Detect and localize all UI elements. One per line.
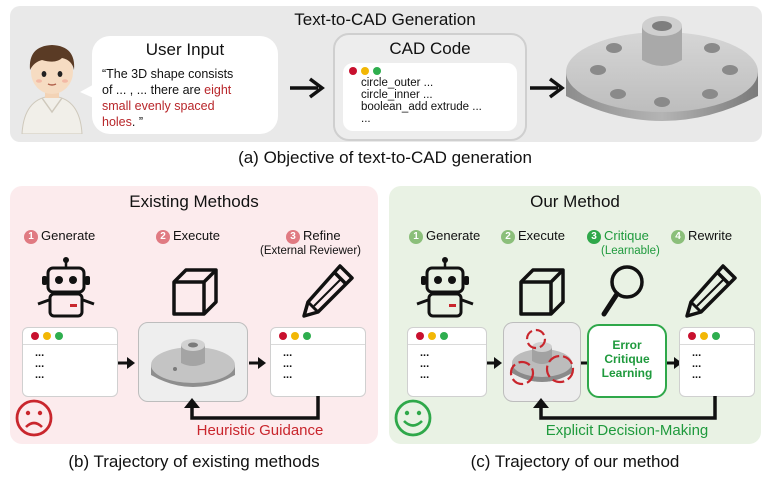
error-critique-learning-box: Error Critique Learning xyxy=(587,324,667,398)
cad-code-panel: CAD Code circle_outer ... circle_inner .… xyxy=(333,33,527,141)
arrow-right-icon xyxy=(487,357,502,369)
arrow-right-icon xyxy=(118,357,135,369)
cad-model-icon xyxy=(509,328,575,386)
window-dot-red xyxy=(279,332,287,340)
explicit-decision-label: Explicit Decision-Making xyxy=(545,422,709,439)
code-ellipsis: ... ... ... xyxy=(283,347,293,381)
existing-generate-window: ... ... ... xyxy=(22,327,118,397)
window-dot-red xyxy=(416,332,424,340)
ours-execute-result xyxy=(503,322,581,402)
window-dot-yellow xyxy=(43,332,51,340)
caption-a: (a) Objective of text-to-CAD generation xyxy=(238,148,532,167)
cad-code-window: circle_outer ... circle_inner ... boolea… xyxy=(343,63,517,131)
window-dot-green xyxy=(440,332,448,340)
ours-generate-window: ... ... ... xyxy=(407,327,487,397)
arrow-right-icon xyxy=(530,77,565,99)
window-dot-green xyxy=(373,67,381,75)
ours-critique-sub: (Learnable) xyxy=(601,245,660,257)
cad-model-icon xyxy=(151,339,235,387)
heuristic-guidance-label: Heuristic Guidance xyxy=(196,422,324,439)
cad-model-icon xyxy=(566,16,758,121)
window-dot-red xyxy=(349,67,357,75)
cad-code-heading: CAD Code xyxy=(389,39,471,58)
window-dot-green xyxy=(55,332,63,340)
code-ellipsis: ... ... ... xyxy=(692,347,702,381)
user-input-heading: User Input xyxy=(145,40,225,59)
cad-code-lines: circle_outer ... circle_inner ... boolea… xyxy=(361,77,482,125)
existing-refine-window: ... ... ... xyxy=(270,327,366,397)
objective-title: Text-to-CAD Generation xyxy=(294,10,476,29)
existing-execute-result xyxy=(138,322,248,402)
caption-c: (c) Trajectory of our method xyxy=(470,452,680,471)
feedback-arrow xyxy=(533,396,717,420)
pencil-icon xyxy=(685,264,737,318)
window-dot-red xyxy=(688,332,696,340)
cube-icon xyxy=(172,268,218,316)
our-method-title: Our Method xyxy=(530,192,620,211)
caption-b: (b) Trajectory of existing methods xyxy=(68,452,320,471)
user-input-text: “The 3D shape consists of ... , ... ther… xyxy=(102,67,234,129)
window-dot-green xyxy=(303,332,311,340)
code-ellipsis: ... ... ... xyxy=(35,347,45,381)
smile-face-icon xyxy=(394,399,432,437)
window-dot-red xyxy=(31,332,39,340)
robot-icon xyxy=(416,257,474,318)
magnifier-icon xyxy=(601,265,644,317)
existing-methods-title: Existing Methods xyxy=(129,192,259,211)
sad-face-icon xyxy=(15,399,53,437)
window-dot-yellow xyxy=(361,67,369,75)
arrow-right-icon xyxy=(290,77,325,99)
pencil-icon xyxy=(302,264,354,318)
cube-icon xyxy=(519,268,565,316)
window-dot-yellow xyxy=(428,332,436,340)
ours-rewrite-window: ... ... ... xyxy=(679,327,755,397)
arrow-right-icon xyxy=(249,357,266,369)
robot-icon xyxy=(37,257,95,318)
window-dot-yellow xyxy=(291,332,299,340)
existing-refine-sub: (External Reviewer) xyxy=(260,245,361,257)
arrow-right-icon xyxy=(667,357,682,369)
code-ellipsis: ... ... ... xyxy=(420,347,430,381)
feedback-arrow xyxy=(184,396,320,420)
window-dot-green xyxy=(712,332,720,340)
user-input-bubble: User Input “The 3D shape consists of ...… xyxy=(92,36,278,134)
user-avatar-icon xyxy=(21,45,83,134)
window-dot-yellow xyxy=(700,332,708,340)
